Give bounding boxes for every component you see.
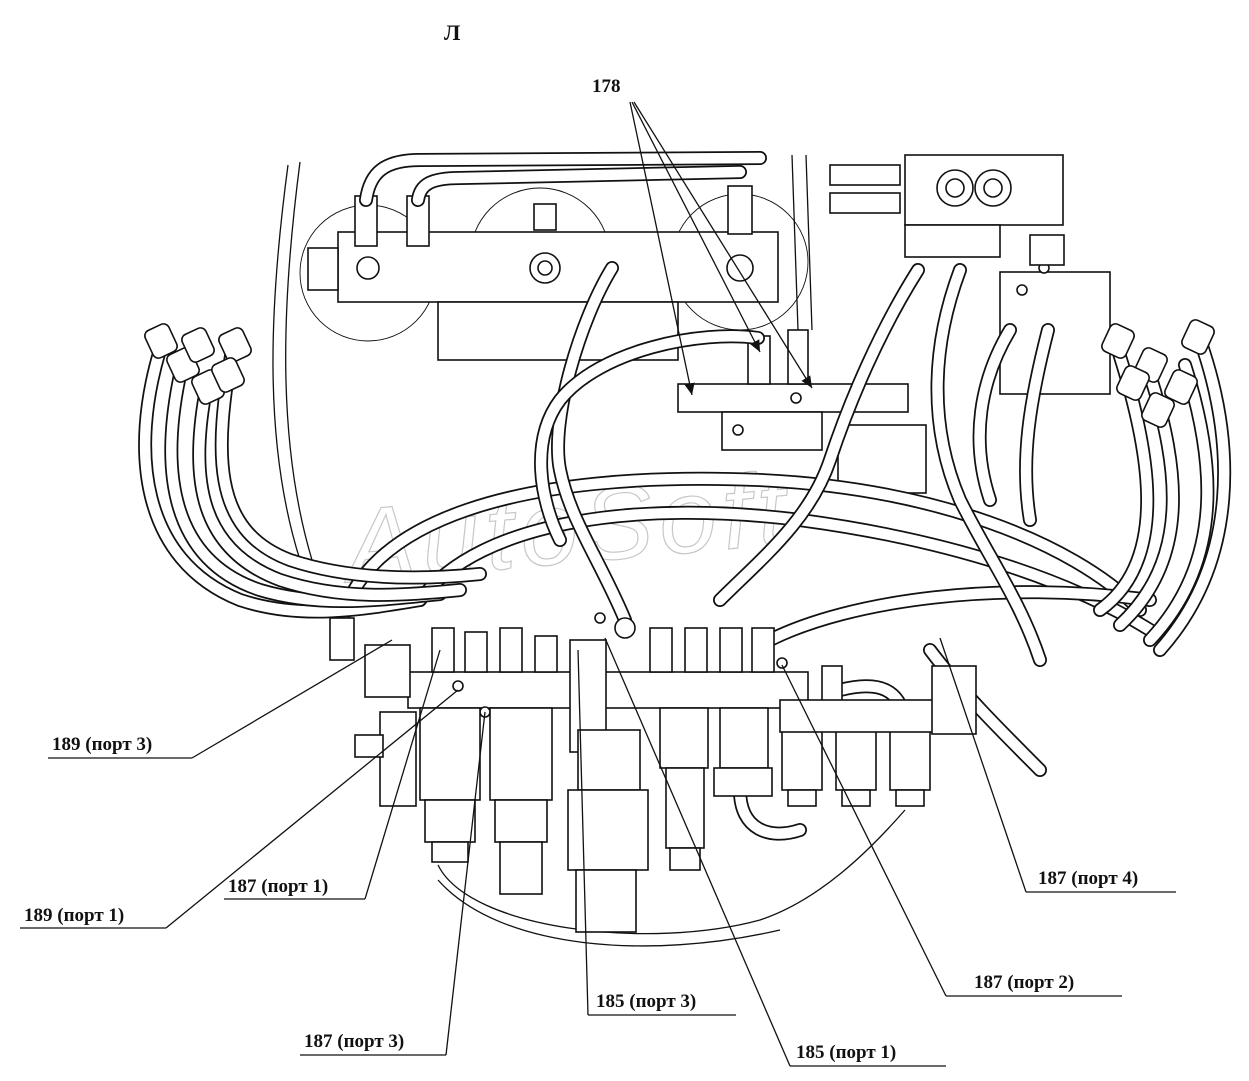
callout-178: 178 — [592, 76, 621, 97]
callout-187-port4: 187 (порт 4) — [1038, 868, 1138, 889]
top-pipes — [359, 151, 767, 207]
callout-185-port3: 185 (порт 3) — [596, 991, 696, 1012]
hose-bundle — [138, 261, 1232, 841]
center-distributor — [677, 329, 927, 494]
upper-right-valve-block — [829, 154, 1111, 395]
view-title: Л — [444, 20, 461, 45]
frame-outline — [272, 154, 906, 947]
callout-189-port3: 189 (порт 3) — [52, 734, 152, 755]
callout-189-port1: 189 (порт 1) — [24, 905, 124, 926]
callout-187-port3: 187 (порт 3) — [304, 1031, 404, 1052]
callout-187-port1: 187 (порт 1) — [228, 876, 328, 897]
callouts: 178 189 (порт 3) 189 (порт 1) 187 (порт … — [20, 76, 1176, 1067]
callout-185-port1: 185 (порт 1) — [796, 1042, 896, 1063]
lower-manifold — [329, 612, 843, 753]
callout-187-port2: 187 (порт 2) — [974, 972, 1074, 993]
left-couplers — [144, 323, 252, 405]
solenoid-group — [354, 665, 977, 933]
right-couplers — [1101, 319, 1215, 428]
lower-manifold-bar — [407, 671, 809, 709]
